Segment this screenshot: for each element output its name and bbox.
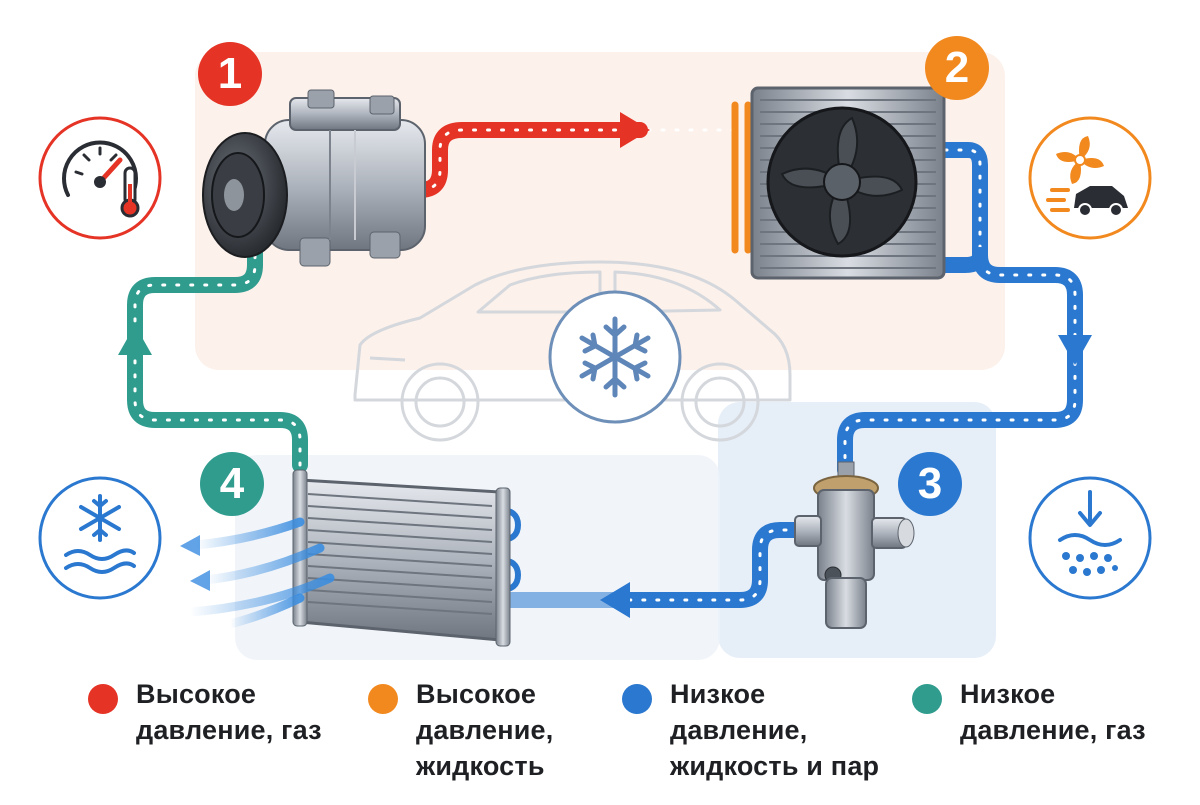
line-high-gas — [412, 122, 648, 198]
center-snowflake-icon — [548, 290, 682, 424]
legend-label-line: Низкое — [960, 679, 1056, 709]
legend-label-line: давление, газ — [960, 715, 1146, 745]
arrow-left-icon — [600, 582, 630, 618]
legend-dot-orange — [368, 684, 398, 714]
legend-item-high-gas: Высокое давление, газ — [88, 676, 322, 748]
legend-dot-teal — [912, 684, 942, 714]
step-badge-3: 3 — [898, 452, 962, 516]
legend-label-line: Высокое — [416, 679, 537, 709]
legend-label-line: жидкость — [416, 751, 545, 781]
arrow-right-icon — [620, 112, 650, 148]
flow-arrows — [118, 112, 1092, 618]
legend-dot-blue — [622, 684, 652, 714]
legend-label-line: давление, — [670, 715, 808, 745]
step-badge-1: 1 — [198, 42, 262, 106]
legend-label-line: Высокое — [136, 679, 257, 709]
refrigerant-lines — [127, 101, 1083, 608]
legend-item-low-liquid-vapor: Низкое давление, жидкость и пар — [622, 676, 879, 784]
evaporator — [292, 469, 522, 647]
cold-airflow — [185, 517, 335, 629]
expansion-valve — [794, 461, 915, 629]
condenser — [750, 86, 946, 280]
pressure-drop-icon — [1028, 476, 1152, 600]
airflow-arrowheads — [180, 535, 210, 591]
step-badge-2: 2 — [925, 36, 989, 100]
fan-car-icon — [1028, 116, 1152, 240]
compressor — [202, 89, 426, 267]
step-badge-4: 4 — [200, 452, 264, 516]
arrow-down-icon — [1058, 335, 1092, 365]
legend-item-low-gas: Низкое давление, газ — [912, 676, 1146, 748]
snowflake-waves-icon — [38, 476, 162, 600]
legend-label-line: Низкое — [670, 679, 766, 709]
arrow-up-icon — [118, 325, 152, 355]
legend-label-line: давление, — [416, 715, 554, 745]
legend-item-high-liquid: Высокое давление, жидкость — [368, 676, 553, 784]
gauge-thermometer-icon — [38, 116, 162, 240]
legend-label-line: жидкость и пар — [670, 751, 880, 781]
car-outline — [353, 260, 792, 442]
legend-label-line: давление, газ — [136, 715, 322, 745]
legend-dot-red — [88, 684, 118, 714]
